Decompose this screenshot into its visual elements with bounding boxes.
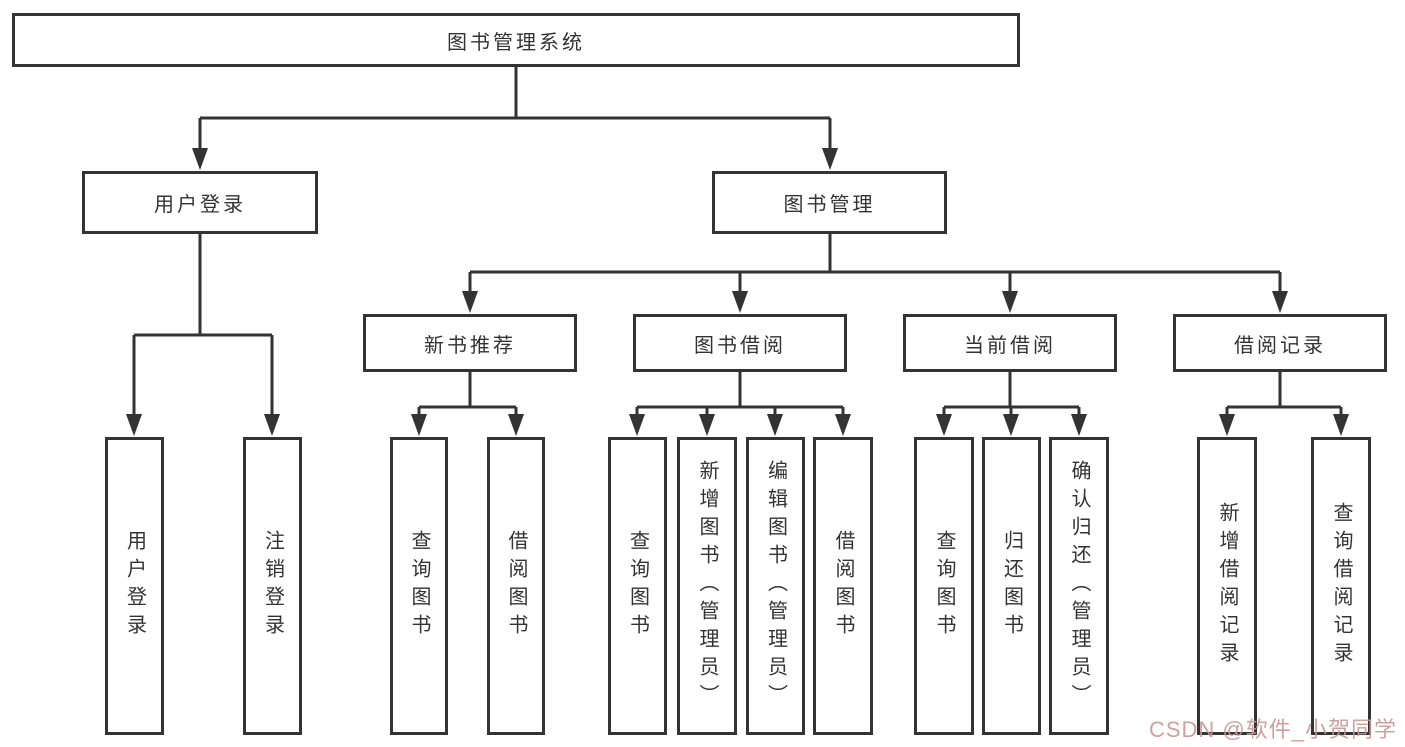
node-current-borrow: 当前借阅 xyxy=(903,314,1117,372)
node-root-system: 图书管理系统 xyxy=(12,13,1020,67)
node-book-borrow: 图书借阅 xyxy=(633,314,847,372)
node-book-management: 图书管理 xyxy=(712,171,947,234)
node-label: 用户登录 xyxy=(123,530,146,642)
node-label: 编辑图书（管理员） xyxy=(764,460,787,712)
node-borrow-records: 借阅记录 xyxy=(1173,314,1387,372)
node-label: 当前借阅 xyxy=(964,334,1056,357)
node-label: 图书管理 xyxy=(783,194,876,216)
watermark: CSDN @软件_小贺同学 xyxy=(1148,717,1397,742)
node-label: 用户登录 xyxy=(154,194,246,216)
leaf-user-login: 用户登录 xyxy=(105,437,164,735)
node-label: 借阅图书 xyxy=(505,530,527,642)
node-label: 查询图书 xyxy=(933,530,955,642)
leaf-cb-return-books: 归还图书 xyxy=(982,437,1041,735)
node-label: 查询图书 xyxy=(408,530,430,642)
leaf-bb-add-books-admin: 新增图书（管理员） xyxy=(677,437,737,735)
leaf-br-add-record: 新增借阅记录 xyxy=(1197,437,1257,735)
leaf-cb-confirm-return-admin: 确认归还（管理员） xyxy=(1049,437,1109,735)
node-label: 查询借阅记录 xyxy=(1330,502,1352,670)
leaf-bb-edit-books-admin: 编辑图书（管理员） xyxy=(746,437,805,735)
node-label: 归还图书 xyxy=(1000,530,1023,642)
node-new-book-recommend: 新书推荐 xyxy=(363,314,577,372)
node-label: 注销登录 xyxy=(261,530,284,642)
node-label: 新书推荐 xyxy=(424,334,516,357)
leaf-logout: 注销登录 xyxy=(243,437,302,735)
node-label: 确认归还（管理员） xyxy=(1068,460,1090,712)
leaf-bb-borrow-books: 借阅图书 xyxy=(813,437,873,735)
node-label: 新增借阅记录 xyxy=(1216,502,1238,670)
leaf-nb-query-books: 查询图书 xyxy=(390,437,448,735)
arrowheads xyxy=(126,148,1349,436)
node-user-login: 用户登录 xyxy=(82,171,318,234)
node-label: 新增图书（管理员） xyxy=(696,460,718,712)
leaf-cb-query-books: 查询图书 xyxy=(914,437,974,735)
leaf-bb-query-books: 查询图书 xyxy=(608,437,667,735)
node-label: 查询图书 xyxy=(626,530,649,642)
node-label: 借阅图书 xyxy=(832,530,854,642)
node-label: 借阅记录 xyxy=(1234,334,1326,357)
leaf-br-query-record: 查询借阅记录 xyxy=(1311,437,1371,735)
node-label: 图书借阅 xyxy=(694,334,786,357)
leaf-nb-borrow-books: 借阅图书 xyxy=(487,437,545,735)
node-label: 图书管理系统 xyxy=(447,31,585,54)
